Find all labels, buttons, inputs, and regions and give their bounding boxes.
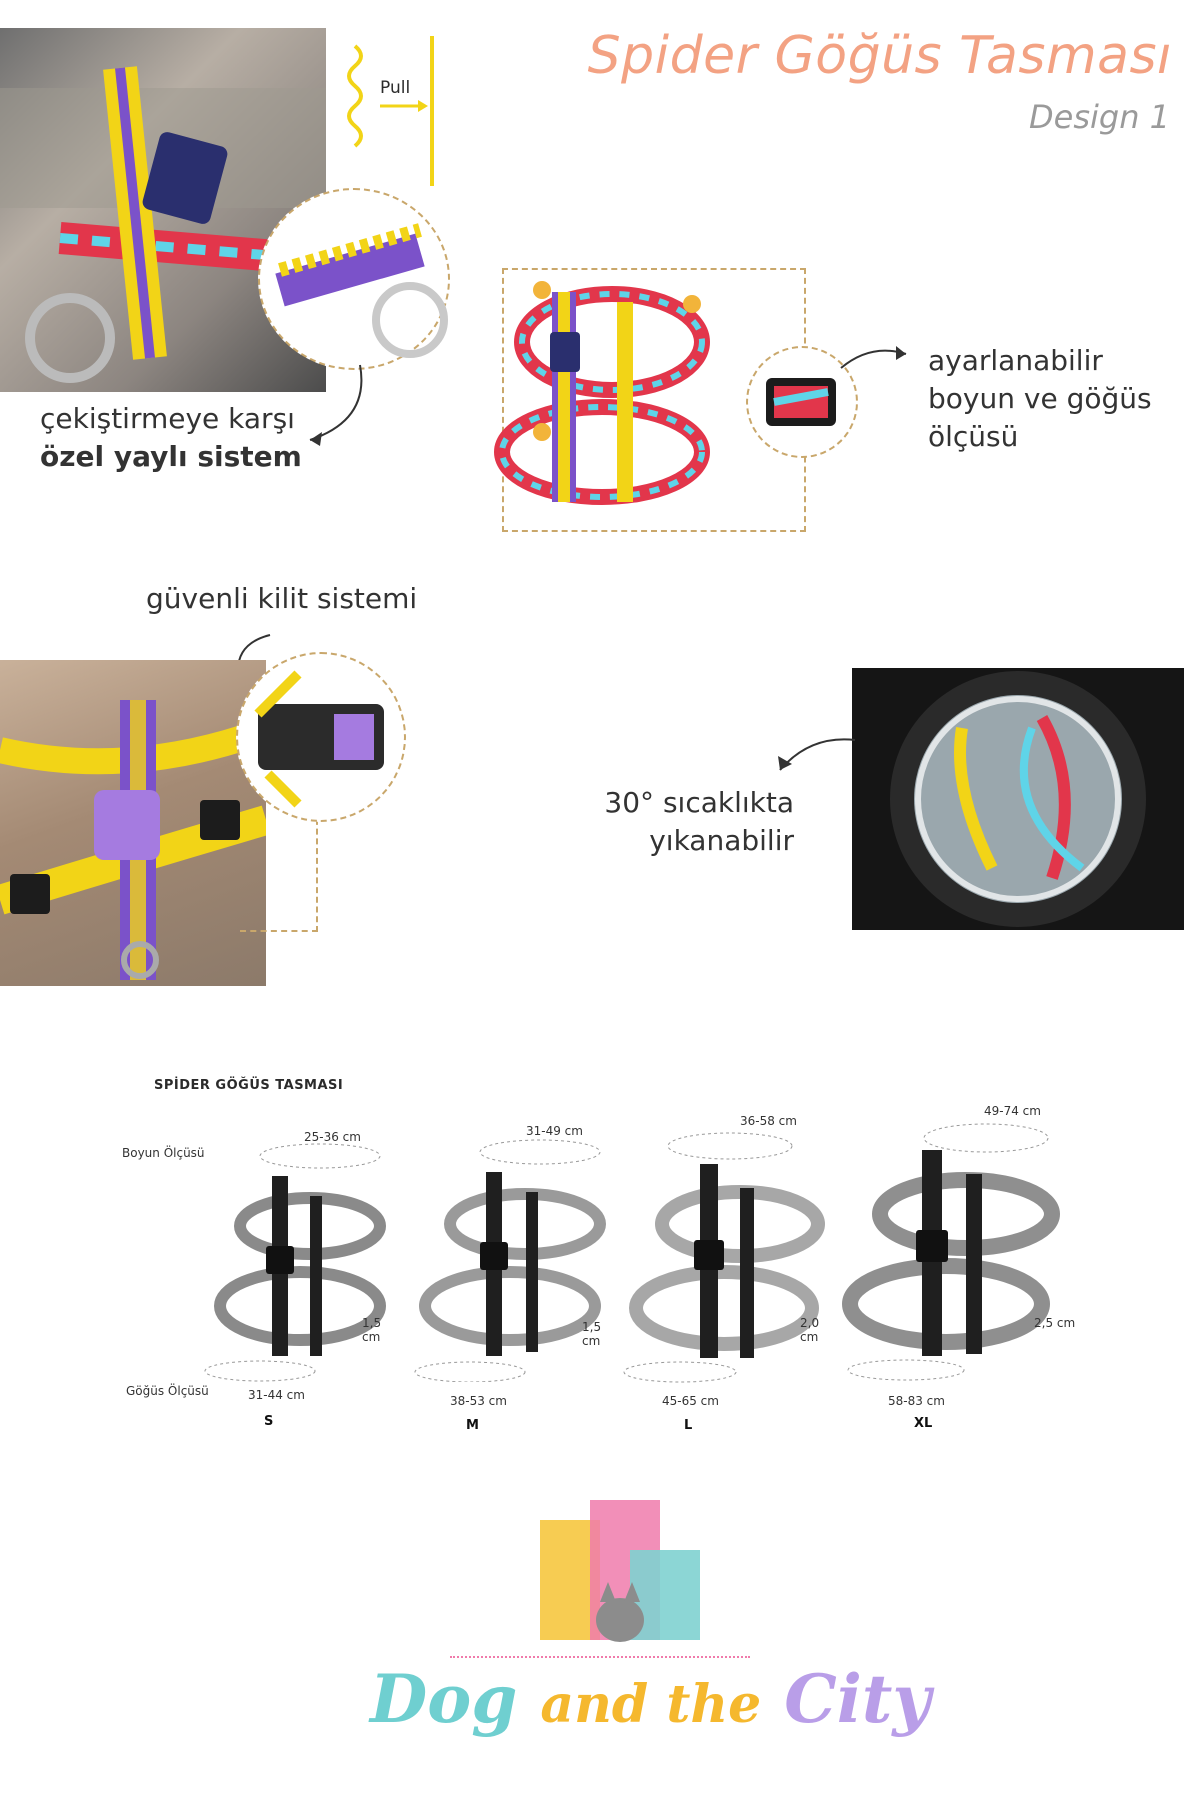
lock-caption: güvenli kilit sistemi xyxy=(146,582,418,615)
adjust-caption-line3: ölçüsü xyxy=(928,419,1019,453)
brand-word-1: Dog xyxy=(370,1660,518,1738)
dog-harness-photo xyxy=(0,660,266,986)
chest-measure-label: Göğüs Ölçüsü xyxy=(126,1384,209,1398)
neck-size: 25-36 cm xyxy=(304,1130,361,1144)
harness-diagram-m xyxy=(414,1139,606,1382)
lock-connector-frame xyxy=(240,780,318,932)
spring-zoom-illustration xyxy=(275,223,448,358)
pull-label: Pull xyxy=(380,78,411,98)
pull-caption-line2: özel yaylı sistem xyxy=(40,439,302,473)
pull-caption-line1: çekiştirmeye karşı xyxy=(40,402,295,435)
neck-size: 31-49 cm xyxy=(526,1124,583,1138)
arrow-right-icon xyxy=(840,346,907,369)
chest-size: 45-65 cm xyxy=(662,1394,719,1408)
size-card-l: 36-58 cm 2,0 cm 45-65 cm L xyxy=(620,1100,830,1436)
size-card-m: 31-49 cm 1,5 cm 38-53 cm M xyxy=(410,1110,610,1436)
size-card-xl: 49-74 cm 2,5 cm 58-83 cm XL xyxy=(836,1090,1076,1436)
brand-wordmark: Dog and the City xyxy=(370,1660,931,1738)
strap-width: 1,5 cm xyxy=(582,1320,602,1348)
adjust-caption-line2: boyun ve göğüs xyxy=(928,381,1152,415)
brand-logo-mark xyxy=(540,1500,700,1642)
strap-width: 2,5 cm xyxy=(1034,1316,1076,1330)
harness-product-illustration xyxy=(494,281,710,505)
harness-diagram-s xyxy=(204,1143,386,1382)
page-subtitle: Design 1 xyxy=(1028,98,1170,136)
neck-size: 36-58 cm xyxy=(740,1114,797,1128)
adjust-caption-line1: ayarlanabilir xyxy=(928,344,1103,377)
adjust-caption: ayarlanabilir boyun ve göğüs ölçüsü xyxy=(928,342,1152,455)
neck-size: 49-74 cm xyxy=(984,1104,1041,1118)
arrow-left-icon xyxy=(778,738,856,771)
washing-machine-illustration xyxy=(890,671,1146,927)
curved-arrow-icon xyxy=(309,364,363,446)
size-chart-title: SPİDER GÖĞÜS TASMASI xyxy=(154,1078,344,1093)
size-letter: S xyxy=(264,1414,274,1429)
harness-closeup-illustration xyxy=(0,66,326,383)
pull-caption: çekiştirmeye karşı özel yaylı sistem xyxy=(40,400,302,476)
chest-size: 31-44 cm xyxy=(248,1388,305,1402)
size-letter: XL xyxy=(914,1416,933,1431)
pull-indicator xyxy=(347,36,434,186)
buckle-zoom-circle xyxy=(746,346,858,458)
harness-diagram-l xyxy=(623,1132,825,1383)
lock-zoom-illustration xyxy=(254,670,384,808)
brand-word-3: City xyxy=(784,1660,931,1738)
size-card-s: 25-36 cm 1,5 cm 31-44 cm S xyxy=(200,1116,400,1436)
harness-diagram-xl xyxy=(842,1123,1060,1381)
wash-caption: 30° sıcaklıkta yıkanabilir xyxy=(598,784,794,860)
harness-closeup-photo xyxy=(0,28,326,392)
strap-width: 1,5 cm xyxy=(362,1316,382,1344)
chest-size: 58-83 cm xyxy=(888,1394,945,1408)
neck-measure-label: Boyun Ölçüsü xyxy=(122,1146,205,1160)
strap-width: 2,0 cm xyxy=(800,1316,820,1344)
washing-machine-photo xyxy=(852,668,1184,930)
size-letter: L xyxy=(684,1418,693,1433)
lock-zoom-circle xyxy=(236,652,406,822)
spring-zoom-circle xyxy=(258,188,450,370)
logo-divider xyxy=(0,1656,1200,1658)
wash-caption-line2: yıkanabilir xyxy=(649,823,794,857)
chest-size: 38-53 cm xyxy=(450,1394,507,1408)
brand-word-2: and the xyxy=(540,1674,762,1735)
buckle-zoom-illustration xyxy=(766,378,836,426)
page-title: Spider Göğüs Tasması xyxy=(587,26,1172,86)
wash-caption-line1: 30° sıcaklıkta xyxy=(604,786,794,819)
dog-harness-illustration xyxy=(0,700,266,980)
size-letter: M xyxy=(466,1418,479,1433)
